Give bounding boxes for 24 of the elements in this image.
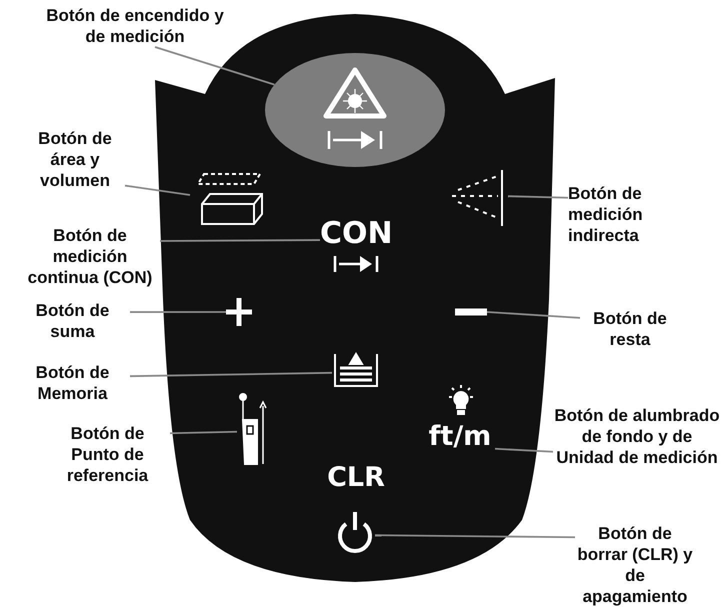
button-label: ft/m <box>428 421 492 453</box>
callout-text: Botón de Punto de referencia <box>45 423 170 487</box>
callout-text: Botón de Memoria <box>15 362 130 405</box>
callout-text: Botón de resta <box>580 308 680 351</box>
callout-text: Botón de medición continua (CON) <box>20 225 160 289</box>
callout-text: Botón de borrar (CLR) y de apagamiento <box>575 523 695 607</box>
callout-text: Botón de alumbrado de fondo y de Unidad de medición <box>553 405 721 490</box>
oval-button <box>265 53 445 167</box>
leader-line <box>375 534 575 538</box>
leader-line <box>154 46 275 86</box>
leader-line <box>124 184 190 196</box>
leader-line <box>494 448 554 453</box>
leader-line <box>170 430 238 434</box>
leader-line <box>130 311 226 313</box>
callout-text: Botón de área y volumen <box>25 128 125 192</box>
callout-text: Botón de medición indirecta <box>568 183 678 247</box>
leader-line <box>130 372 332 378</box>
button-label: CLR <box>326 462 386 494</box>
callout-text: Botón de encendido y de medición <box>35 5 235 47</box>
callout-text: Botón de suma <box>15 300 130 343</box>
leader-line <box>160 239 320 242</box>
leader-line <box>486 311 580 319</box>
button-label: CON <box>320 218 392 250</box>
leader-line <box>508 195 568 199</box>
